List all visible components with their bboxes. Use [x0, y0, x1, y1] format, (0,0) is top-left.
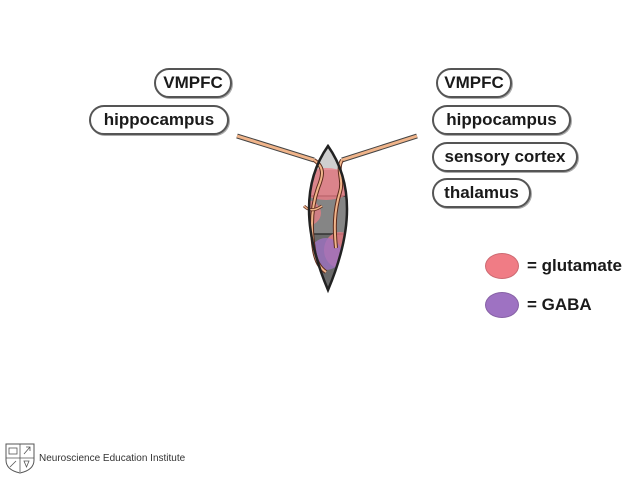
amygdala-outline: [307, 143, 349, 294]
institute-name: Neuroscience Education Institute: [39, 452, 186, 464]
amygdala-body: [309, 146, 347, 290]
right-label-vmpfc: VMPFC: [436, 68, 512, 98]
legend-gaba-label: = GABA: [527, 295, 592, 314]
legend-glutamate-label: = glutamate: [527, 256, 622, 275]
right-label-thalamus: thalamus: [432, 178, 531, 208]
institute-logo: Neuroscience Education Institute: [4, 442, 185, 474]
legend-glutamate: = glutamate: [485, 253, 622, 279]
left-label-hippocampus: hippocampus: [89, 105, 229, 135]
glutamate-swatch: [485, 253, 519, 279]
gaba-swatch: [485, 292, 519, 318]
input-fibers: [236, 133, 418, 163]
right-label-hippocampus: hippocampus: [432, 105, 571, 135]
left-label-vmpfc: VMPFC: [154, 68, 232, 98]
legend-gaba: = GABA: [485, 292, 592, 318]
right-label-sensory-cortex: sensory cortex: [432, 142, 578, 172]
nei-crest-icon: [5, 443, 35, 474]
